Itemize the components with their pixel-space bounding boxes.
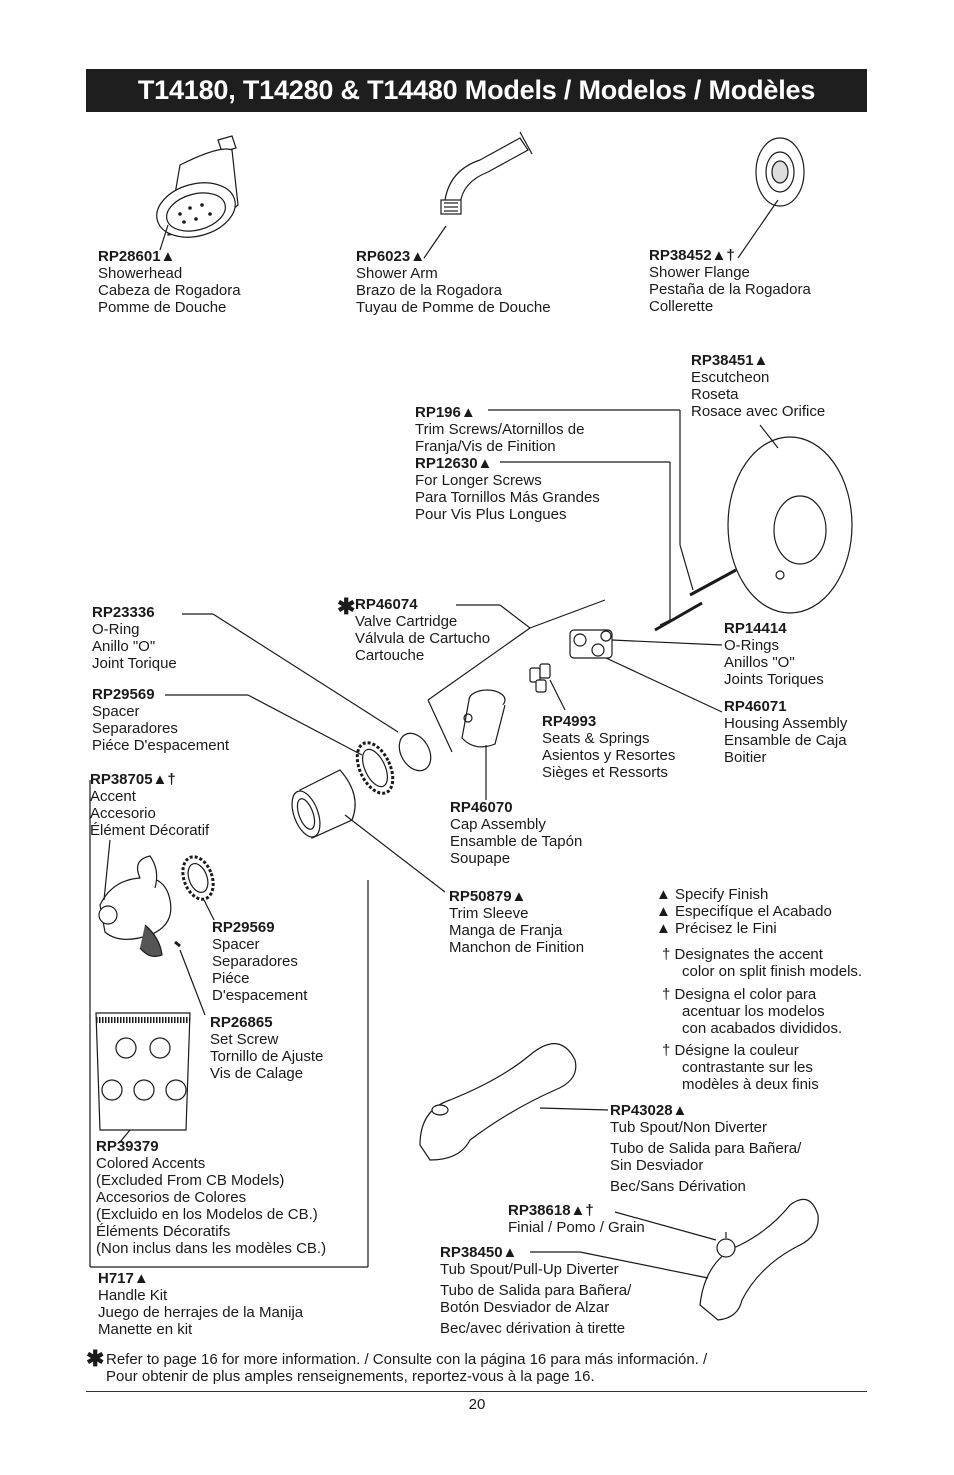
part-rp38705: RP38705▲† Accent Accesorio Élément Décor… xyxy=(90,771,210,839)
part-rp46070: RP46070 Cap Assembly Ensamble de Tapón S… xyxy=(450,799,583,867)
part-rp12630: RP12630▲ For Longer Screws Para Tornillo… xyxy=(415,455,600,523)
footnote: ✱ Refer to page 16 for more information.… xyxy=(86,1346,708,1386)
star-mark-icon: ✱ xyxy=(337,594,356,619)
part-rp196: RP196▲ Trim Screws/Atornillos de Franja/… xyxy=(415,404,585,455)
part-rp29569-b: RP29569 Spacer Separadores Piéce D'espac… xyxy=(212,919,308,1004)
part-rp4993: RP4993 Seats & Springs Asientos y Resort… xyxy=(542,713,676,781)
part-rp50879: RP50879▲ Trim Sleeve Manga de Franja Man… xyxy=(449,888,585,956)
escutcheon-leader-lines xyxy=(488,409,680,463)
accent-note-fr: † Désigne la couleur contrastante sur le… xyxy=(662,1042,819,1093)
colored-accents-bag-illustration xyxy=(95,1012,191,1143)
showerhead-illustration xyxy=(156,135,239,251)
asterisk-icon: ✱ xyxy=(86,1346,105,1371)
o-ring-illustration xyxy=(182,613,432,772)
spacer-small-illustration xyxy=(181,855,215,921)
page-title: T14180, T14280 & T14480 Models / Modelos… xyxy=(86,69,867,112)
shower-arm-illustration xyxy=(423,131,533,259)
part-rp46074: RP46074 Valve Cartridge Válvula de Cartu… xyxy=(355,596,491,664)
part-rp14414: RP14414 O-Rings Anillos "O" Joints Toriq… xyxy=(724,620,824,688)
part-rp38451: RP38451▲ Escutcheon Roseta Rosace avec O… xyxy=(691,352,826,420)
handle-illustration xyxy=(89,780,369,1268)
tub-spout-diverter-illustration xyxy=(530,1198,819,1321)
part-rp39379: RP39379 Colored Accents (Excluded From C… xyxy=(96,1138,327,1257)
part-h717: H717▲ Handle Kit Juego de herrajes de la… xyxy=(98,1270,304,1338)
trim-screws-illustration xyxy=(654,410,737,632)
part-rp29569-a: RP29569 Spacer Separadores Piéce D'espac… xyxy=(92,686,230,754)
accent-note-es: † Designa el color para acentuar los mod… xyxy=(662,985,843,1037)
part-rp38450: RP38450▲ Tub Spout/Pull-Up Diverter Tubo… xyxy=(440,1244,632,1337)
part-rp28601: RP28601▲ Showerhead Cabeza de Rogadora P… xyxy=(98,248,241,316)
part-rp38618: RP38618▲† Finial / Pomo / Grain xyxy=(508,1202,645,1236)
trim-sleeve-illustration xyxy=(291,769,446,893)
part-rp38452: RP38452▲† Shower Flange Pestaña de la Ro… xyxy=(649,247,811,315)
seats-springs-illustration xyxy=(529,663,566,711)
tub-spout-non-diverter-illustration xyxy=(419,1043,609,1161)
page-number: 20 xyxy=(468,1396,486,1413)
shower-flange-illustration xyxy=(737,137,805,259)
housing-assembly-illustration xyxy=(569,629,723,713)
part-rp23336: RP23336 O-Ring Anillo "O" Joint Torique xyxy=(92,604,177,672)
set-screw-illustration xyxy=(174,940,206,1016)
footer-rule xyxy=(86,1391,867,1392)
escutcheon-illustration xyxy=(727,424,853,614)
cartridge-leader-lines xyxy=(427,599,606,753)
part-rp6023: RP6023▲ Shower Arm Brazo de la Rogadora … xyxy=(356,248,551,316)
cap-assembly-illustration xyxy=(461,689,506,800)
spacer-illustration xyxy=(165,694,395,795)
part-rp26865: RP26865 Set Screw Tornillo de Ajuste Vis… xyxy=(210,1014,324,1082)
part-rp43028: RP43028▲ Tub Spout/Non Diverter Tubo de … xyxy=(610,1102,802,1195)
finish-notes: ▲ Specify Finish ▲ Especifíque el Acabad… xyxy=(656,886,863,1093)
accent-note-en: † Designates the accent color on split f… xyxy=(662,946,863,981)
part-rp46071: RP46071 Housing Assembly Ensamble de Caj… xyxy=(724,698,848,766)
